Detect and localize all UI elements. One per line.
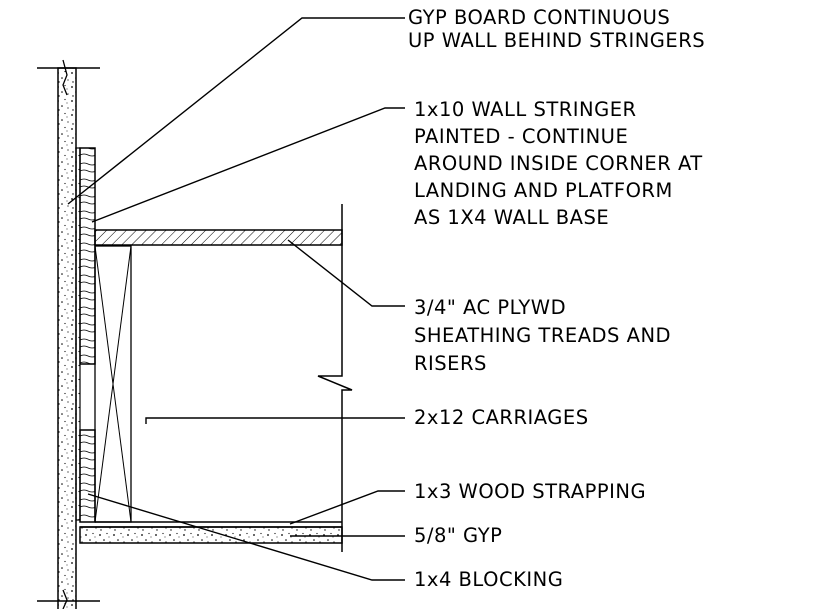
label-line: AS 1X4 WALL BASE [414, 206, 610, 229]
label-line: PAINTED - CONTINUE [414, 125, 629, 148]
label-line: SHEATHING TREADS AND [414, 324, 672, 347]
leader-blocking [87, 493, 405, 581]
label-line: GYP BOARD CONTINUOUS [408, 6, 671, 29]
strapping-and-ceiling [79, 521, 343, 544]
plywood-tread [94, 229, 343, 246]
leader-strapping [289, 490, 405, 525]
leader-lines [67, 17, 405, 581]
label-line: AROUND INSIDE CORNER AT [414, 152, 703, 175]
label-line: 2x12 CARRIAGES [414, 406, 589, 429]
label-gyp-board: GYP BOARD CONTINUOUS UP WALL BEHIND STRI… [408, 6, 705, 52]
label-line: 5/8" GYP [414, 524, 503, 547]
carriage-2x12 [94, 245, 132, 523]
wall-stringer-lower [79, 429, 96, 523]
leader-carriages [145, 417, 405, 424]
break-line [317, 204, 353, 552]
label-line: UP WALL BEHIND STRINGERS [408, 29, 706, 52]
label-gyp-ceiling: 5/8" GYP [414, 524, 502, 547]
leader-plywood [287, 239, 405, 307]
wall-stringer-upper [79, 147, 96, 365]
label-carriages: 2x12 CARRIAGES [414, 406, 589, 429]
label-wall-stringer: 1x10 WALL STRINGER PAINTED - CONTINUE AR… [414, 96, 703, 231]
leader-wall-stringer [91, 107, 405, 223]
label-plywood: 3/4" AC PLYWD SHEATHING TREADS AND RISER… [414, 294, 671, 378]
label-line: LANDING AND PLATFORM [414, 179, 673, 202]
label-line: 1x4 BLOCKING [414, 568, 564, 591]
label-blocking: 1x4 BLOCKING [414, 568, 563, 591]
label-line: RISERS [414, 352, 487, 375]
label-line: 1x10 WALL STRINGER [414, 98, 637, 121]
label-strapping: 1x3 WOOD STRAPPING [414, 480, 646, 503]
label-line: 1x3 WOOD STRAPPING [414, 480, 647, 503]
leader-gyp-board [67, 17, 405, 205]
label-line: 3/4" AC PLYWD [414, 296, 567, 319]
